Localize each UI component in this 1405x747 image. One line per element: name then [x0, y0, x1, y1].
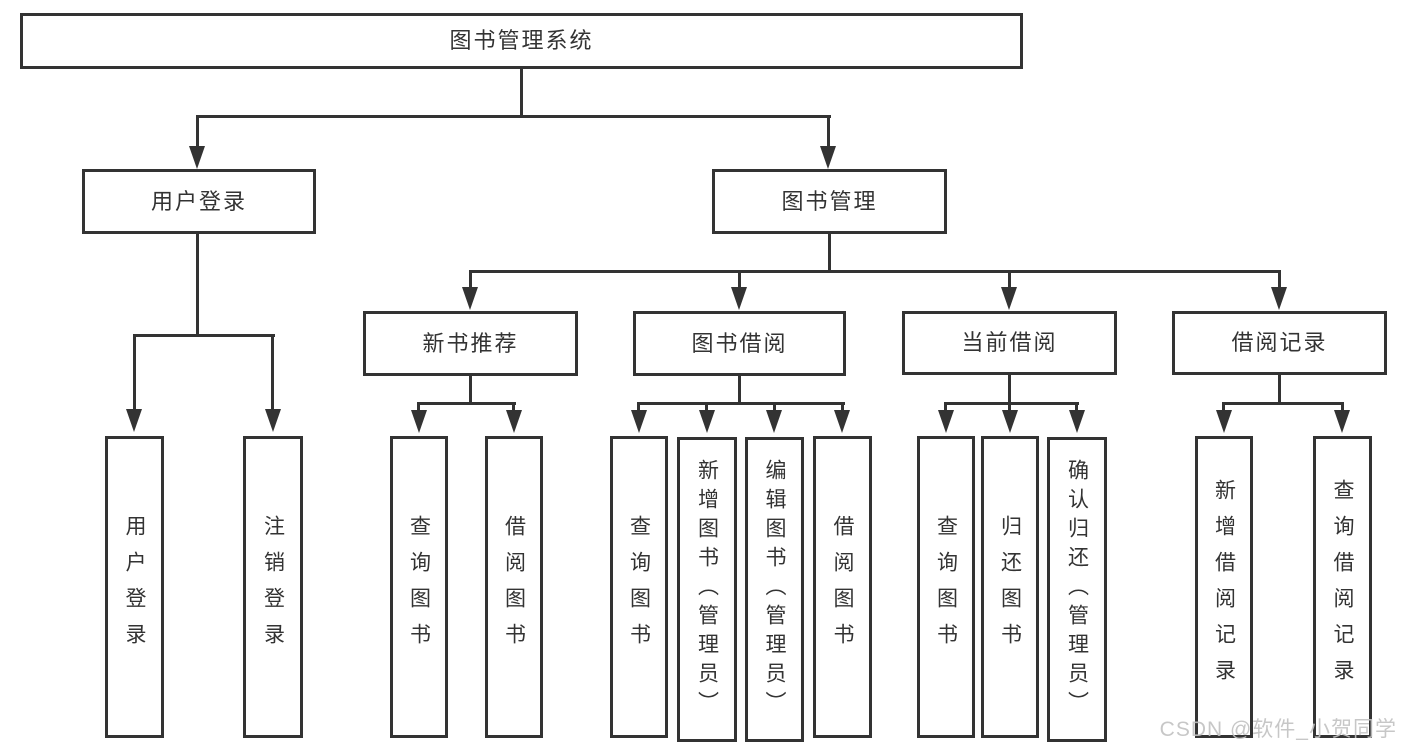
node-root-label: 图书管理系统 — [449, 28, 594, 53]
leaf-add-borrow-record: 新增借阅记录 — [1195, 436, 1253, 738]
connector-drop-query3 — [944, 402, 947, 412]
connector-root-vline — [520, 68, 523, 118]
node-root: 图书管理系统 — [20, 13, 1023, 69]
leaf-user-login-label: 用户登录 — [123, 515, 146, 659]
node-book-management-label: 图书管理 — [781, 188, 878, 214]
node-user-login-label: 用户登录 — [150, 188, 247, 214]
arrowhead-to-bookmgmt — [820, 146, 836, 169]
leaf-confirm-return-admin: 确认归还（管理员） — [1047, 437, 1107, 742]
leaf-borrow-book-borrow-label: 借阅图书 — [831, 515, 854, 659]
leaf-query-borrow-record-label: 查询借阅记录 — [1331, 479, 1354, 695]
leaf-edit-book-admin-label: 编辑图书（管理员） — [763, 459, 786, 720]
connector-drop-leaf-logout — [271, 334, 274, 410]
arrowhead-to-leaf-logout — [265, 409, 281, 432]
leaf-add-borrow-record-label: 新增借阅记录 — [1212, 479, 1236, 695]
arrowhead-to-borrowrecord — [1271, 287, 1287, 310]
arrowhead-to-query2 — [631, 410, 647, 433]
leaf-query-book-borrow: 查询图书 — [610, 436, 668, 738]
connector-userlogin-hline — [133, 334, 275, 337]
leaf-borrow-book-newrec: 借阅图书 — [485, 436, 543, 738]
connector-drop-queryrecord — [1341, 402, 1344, 412]
arrowhead-to-userlogin — [189, 146, 205, 169]
leaf-query-book-current: 查询图书 — [917, 436, 975, 738]
node-book-borrow: 图书借阅 — [633, 311, 846, 376]
connector-drop-newbook — [469, 270, 472, 288]
connector-drop-currentborrow — [1008, 270, 1011, 288]
connector-drop-addbook — [705, 402, 708, 412]
leaf-query-book-current-label: 查询图书 — [934, 515, 958, 659]
connector-userlogin-vline — [196, 234, 199, 337]
leaf-query-borrow-record: 查询借阅记录 — [1313, 436, 1372, 738]
connector-newbook-vline — [469, 375, 472, 405]
csdn-watermark: CSDN @软件_小贺同学 — [1159, 718, 1397, 741]
leaf-borrow-book-newrec-label: 借阅图书 — [502, 515, 526, 659]
connector-bookmgmt-vline — [828, 234, 831, 273]
arrowhead-to-queryrecord — [1334, 410, 1350, 433]
arrowhead-to-bookborrow — [731, 287, 747, 310]
leaf-query-book-borrow-label: 查询图书 — [627, 515, 651, 659]
connector-drop-leaf-login — [133, 334, 136, 410]
node-new-book-recommend-label: 新书推荐 — [422, 330, 519, 356]
connector-root-drop-bookmgmt — [827, 115, 830, 147]
node-current-borrow-label: 当前借阅 — [961, 330, 1058, 355]
connector-drop-query2 — [637, 402, 640, 412]
connector-drop-borrow1 — [512, 402, 515, 412]
connector-drop-return — [1008, 402, 1011, 412]
leaf-return-book: 归还图书 — [981, 436, 1039, 738]
arrowhead-to-editbook — [766, 410, 782, 433]
arrowhead-to-addbook — [699, 410, 715, 433]
arrowhead-to-leaf-login — [126, 409, 142, 432]
node-user-login: 用户登录 — [82, 169, 316, 234]
leaf-borrow-book-borrow: 借阅图书 — [813, 436, 872, 738]
connector-drop-confirmreturn — [1075, 402, 1078, 412]
arrowhead-to-confirmreturn — [1069, 410, 1085, 433]
arrowhead-to-return — [1002, 410, 1018, 433]
leaf-add-book-admin: 新增图书（管理员） — [677, 437, 737, 742]
connector-drop-borrow2 — [841, 402, 844, 412]
leaf-user-login: 用户登录 — [105, 436, 164, 738]
node-current-borrow: 当前借阅 — [902, 311, 1117, 375]
connector-currentborrow-hline — [944, 402, 1079, 405]
connector-borrowrecord-vline — [1278, 374, 1281, 405]
connector-bookmgmt-hline — [469, 270, 1281, 273]
connector-currentborrow-vline — [1008, 374, 1011, 405]
leaf-logout: 注销登录 — [243, 436, 303, 738]
connector-drop-query1 — [417, 402, 420, 412]
leaf-add-book-admin-label: 新增图书（管理员） — [695, 459, 719, 720]
leaf-edit-book-admin: 编辑图书（管理员） — [745, 437, 804, 742]
leaf-query-book-newrec-label: 查询图书 — [407, 515, 431, 659]
connector-bookborrow-vline — [738, 375, 741, 405]
arrowhead-to-query3 — [938, 410, 954, 433]
leaf-confirm-return-admin-label: 确认归还（管理员） — [1065, 459, 1089, 720]
node-new-book-recommend: 新书推荐 — [363, 311, 578, 376]
connector-root-hline — [196, 115, 831, 118]
node-book-borrow-label: 图书借阅 — [691, 330, 788, 356]
leaf-query-book-newrec: 查询图书 — [390, 436, 448, 738]
arrowhead-to-borrow1 — [506, 410, 522, 433]
arrowhead-to-newbook — [462, 287, 478, 310]
node-borrow-record-label: 借阅记录 — [1231, 330, 1328, 355]
arrowhead-to-borrow2 — [834, 410, 850, 433]
node-borrow-record: 借阅记录 — [1172, 311, 1387, 375]
connector-drop-addrecord — [1222, 402, 1225, 412]
connector-bookborrow-hline — [637, 402, 845, 405]
connector-drop-borrowrecord — [1278, 270, 1281, 288]
connector-drop-bookborrow — [738, 270, 741, 288]
connector-drop-editbook — [773, 402, 776, 412]
arrowhead-to-addrecord — [1216, 410, 1232, 433]
arrowhead-to-currentborrow — [1001, 287, 1017, 310]
arrowhead-to-query1 — [411, 410, 427, 433]
leaf-logout-label: 注销登录 — [261, 515, 285, 659]
connector-root-drop-userlogin — [196, 115, 199, 147]
node-book-management: 图书管理 — [712, 169, 947, 234]
connector-newbook-hline — [417, 402, 516, 405]
connector-borrowrecord-hline — [1222, 402, 1344, 405]
leaf-return-book-label: 归还图书 — [998, 515, 1022, 659]
